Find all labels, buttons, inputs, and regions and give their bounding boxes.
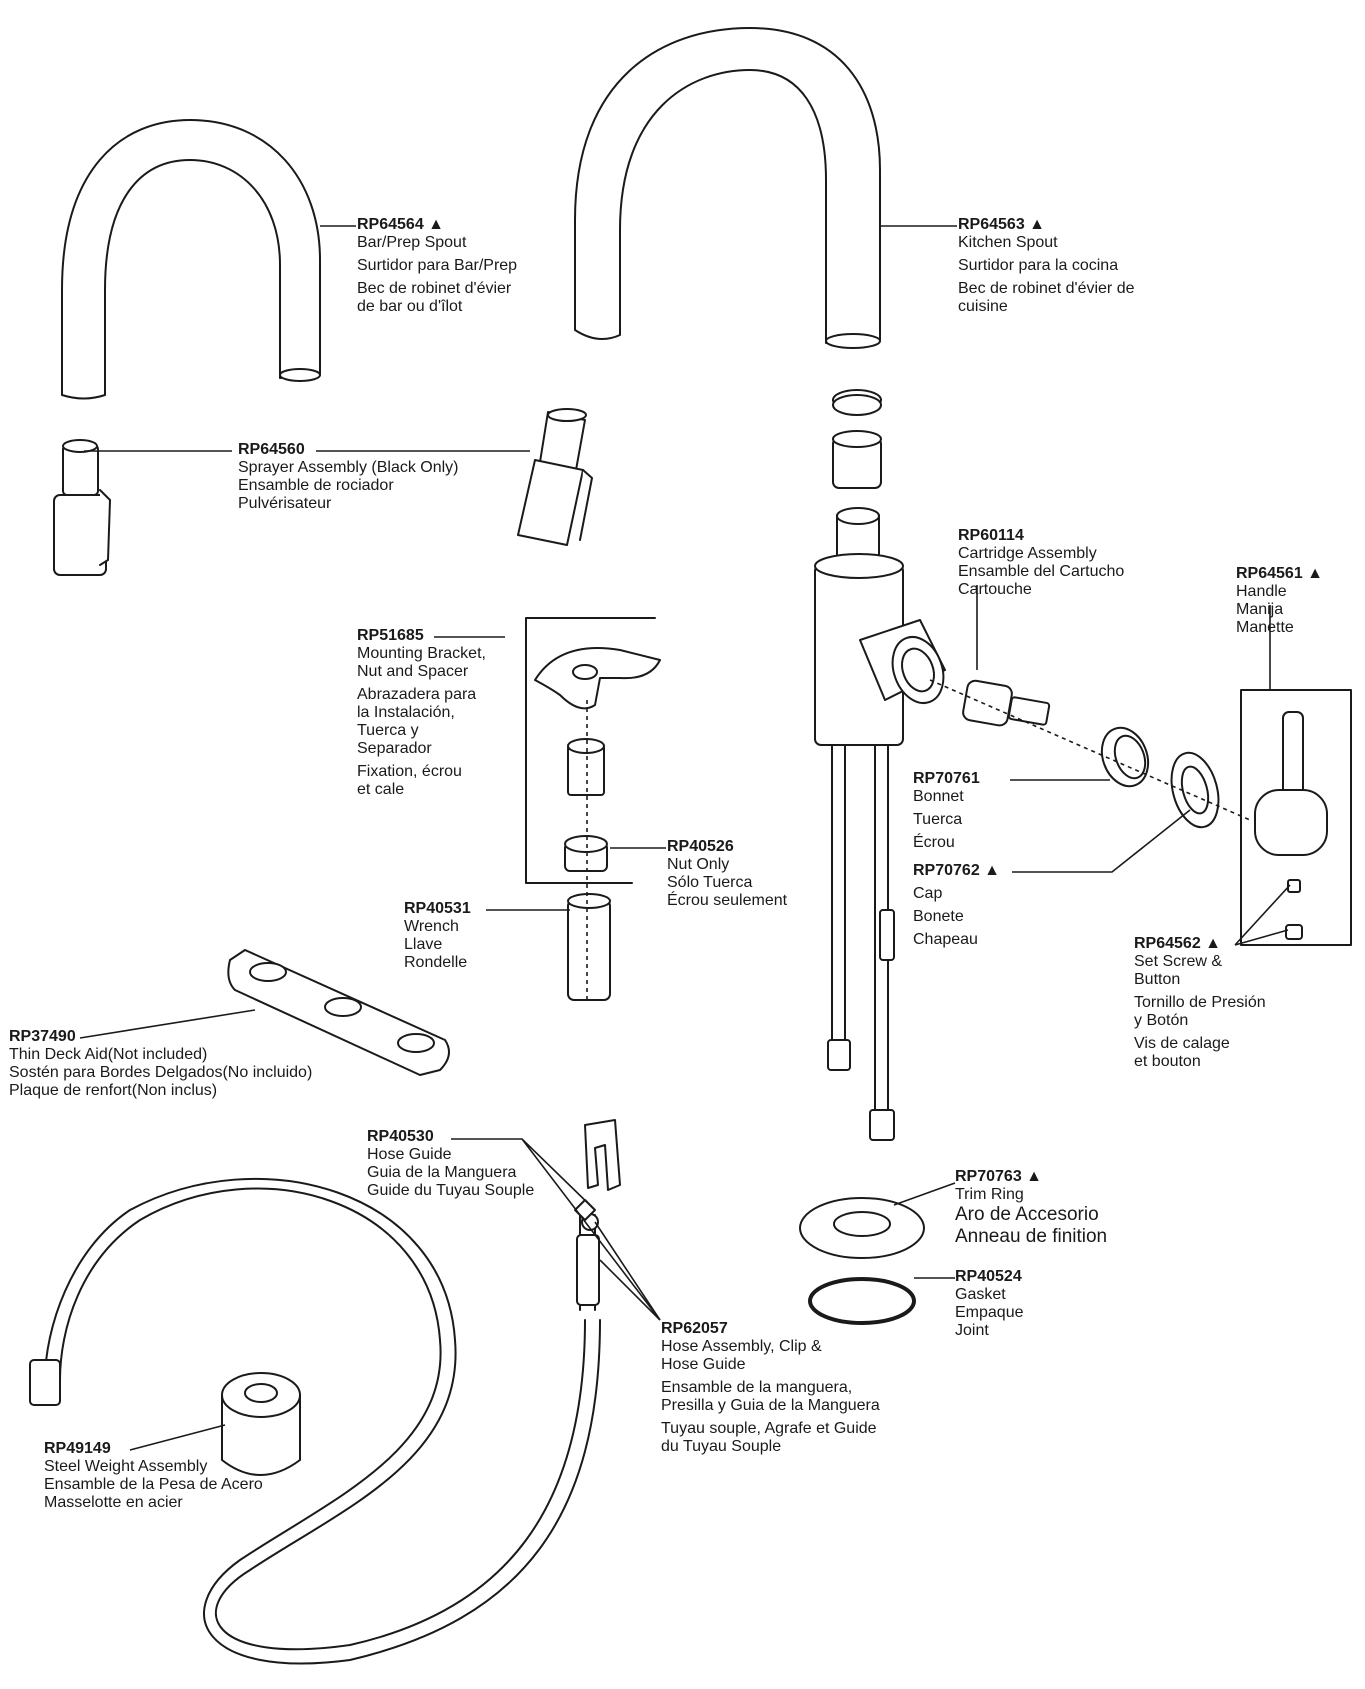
label-nut: RP40526 Nut Only Sólo Tuerca Écrou seule… <box>667 838 788 909</box>
label-trim-ring: RP70763 ▲ Trim Ring Aro de Accesorio Ann… <box>955 1168 1108 1247</box>
sprayer-right <box>517 408 593 546</box>
hose-guide-shape <box>584 1119 621 1191</box>
hose-shape <box>59 1187 601 1665</box>
handle-shape <box>1254 711 1328 856</box>
steel-weight-shape <box>221 1372 301 1476</box>
label-hose-guide: RP40530 Hose Guide Guia de la Manguera G… <box>367 1128 535 1199</box>
faucet-body <box>814 507 946 1141</box>
label-cartridge: RP60114 Cartridge Assembly Ensamble del … <box>958 527 1125 598</box>
sprayer-left <box>53 439 111 576</box>
bar-spout-shape <box>61 119 321 400</box>
cartridge-shape <box>962 679 1051 727</box>
label-set-screw: RP64562 ▲ Set Screw & Button Tornillo de… <box>1134 935 1266 1070</box>
kitchen-spout-shape <box>574 27 881 344</box>
label-cap: RP70762 ▲ Cap Bonete Chapeau <box>913 862 1000 948</box>
mounting-bracket-shape <box>534 647 661 710</box>
gasket-shape <box>808 1277 916 1325</box>
label-sprayer: RP64560 Sprayer Assembly (Black Only) En… <box>238 441 459 512</box>
label-wrench: RP40531 Wrench Llave Rondelle <box>404 900 471 971</box>
label-mounting-bracket: RP51685 Mounting Bracket, Nut and Spacer… <box>357 627 486 798</box>
label-hose-assembly: RP62057 Hose Assembly, Clip & Hose Guide… <box>661 1320 880 1455</box>
wrench-shape <box>567 893 611 1001</box>
label-gasket: RP40524 Gasket Empaque Joint <box>955 1268 1024 1339</box>
label-kitchen-spout: RP64563 ▲ Kitchen Spout Surtidor para la… <box>958 216 1135 315</box>
label-steel-weight: RP49149 Steel Weight Assembly Ensamble d… <box>44 1440 263 1511</box>
label-bar-spout: RP64564 ▲ Bar/Prep Spout Surtidor para B… <box>357 216 518 315</box>
label-deck-aid: RP37490 Thin Deck Aid(Not included) Sost… <box>9 1028 313 1099</box>
label-handle: RP64561 ▲ Handle Manija Manette <box>1236 565 1323 636</box>
label-bonnet: RP70761 Bonnet Tuerca Écrou <box>913 770 980 851</box>
